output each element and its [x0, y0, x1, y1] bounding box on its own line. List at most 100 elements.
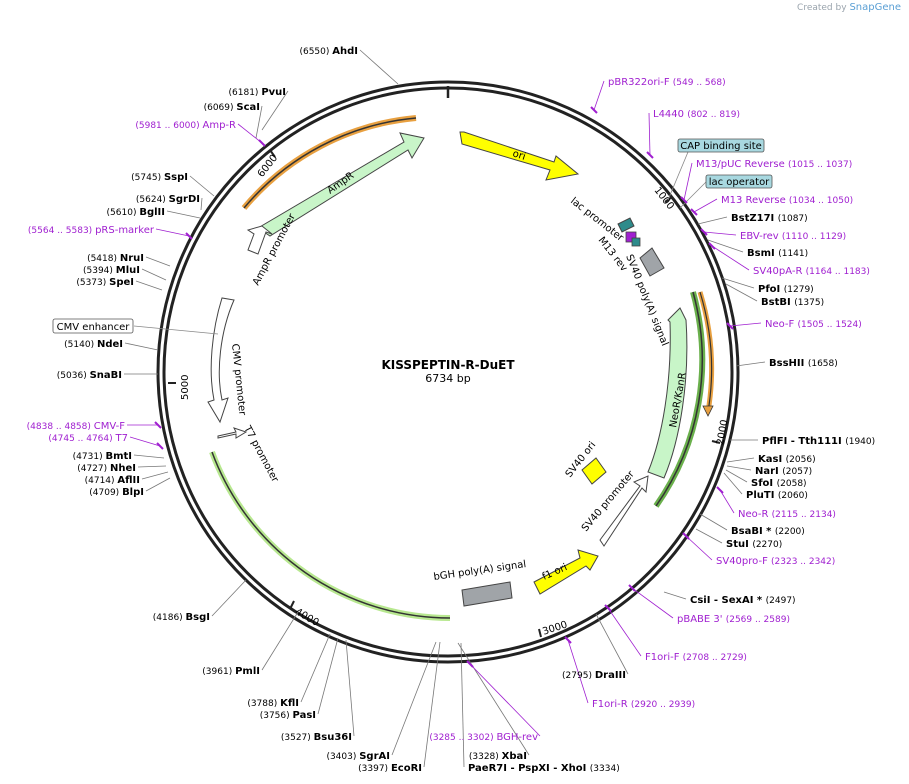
site-position: (5036): [57, 371, 90, 381]
site-name: NheI: [110, 463, 136, 474]
enzyme-site-22: (3756) PasI: [260, 637, 339, 721]
site-label: (6069) ScaI: [204, 102, 260, 113]
sv40-orf-arrowhead: [702, 405, 714, 417]
site-name: StuI: [726, 539, 752, 550]
site-leader-line: [391, 641, 437, 756]
snapgene-logo: SnapGene: [849, 2, 901, 13]
site-leader-line: [317, 637, 339, 715]
site-leader-line: [683, 162, 693, 201]
site-name: Neo-F: [765, 319, 797, 330]
svg-text:CMV enhancer: CMV enhancer: [57, 322, 131, 333]
site-leader-line: [699, 513, 728, 531]
svg-text:lac operator: lac operator: [709, 177, 770, 188]
site-name: EBV-rev: [740, 231, 782, 242]
site-name: L4440: [653, 109, 687, 120]
primer-marker: [564, 636, 572, 644]
site-leader-line: [211, 579, 247, 617]
enzyme-site-2: (6069) ScaI: [204, 102, 263, 139]
primer-marker: [590, 106, 598, 114]
site-name: BsmI: [747, 248, 778, 259]
site-leader-line: [697, 216, 728, 225]
primer-site-14: (4745 .. 4764) T7: [48, 433, 164, 450]
primer-site-47: SV40pA-R (1164 .. 1183): [708, 242, 870, 277]
primer-site-29: F1ori-R (2920 .. 2939): [564, 636, 695, 710]
site-leader-line: [595, 613, 629, 675]
site-position: (4714): [85, 476, 118, 486]
site-name: NruI: [120, 253, 144, 264]
site-label: (4838 .. 4858) CMV-F: [27, 421, 126, 432]
site-leader-line: [469, 663, 541, 737]
primer-site-37: Neo-R (2115 .. 2134): [716, 486, 836, 520]
site-position: (4745 .. 4764): [48, 434, 115, 444]
site-label: SfoI (2058): [751, 478, 807, 489]
site-position: (2060): [778, 491, 808, 501]
site-label: (5373) SpeI: [76, 277, 134, 288]
site-leader-line: [133, 454, 165, 459]
site-leader-line: [423, 641, 441, 768]
site-label: PflFI - Tth111I (1940): [762, 436, 875, 447]
site-position: (5981 .. 6000): [135, 121, 202, 131]
enzyme-site-15: (4731) BmtI: [73, 451, 165, 462]
site-leader-line: [685, 535, 713, 561]
site-leader-line: [729, 322, 762, 327]
site-name: pBABE 3': [677, 614, 726, 625]
primer-marker: [646, 151, 654, 159]
site-name: PmlI: [235, 666, 260, 677]
site-label: F1ori-R (2920 .. 2939): [592, 699, 695, 710]
site-label: NarI (2057): [755, 466, 812, 477]
site-name: SgrDI: [169, 194, 200, 205]
site-position: (2056): [786, 455, 816, 465]
primer-site-54: pBR322ori-F (549 .. 568): [590, 77, 726, 114]
site-leader-line: [721, 277, 755, 289]
primer-site-3: (5981 .. 6000) Amp-R: [135, 120, 266, 147]
site-name: SV40pro-F: [716, 556, 771, 567]
site-label: M13 Reverse (1034 .. 1050): [721, 195, 853, 206]
enzyme-site-25: (3397) EcoRI: [358, 641, 441, 774]
site-position: (5610): [107, 208, 140, 218]
site-label: (5745) SspI: [131, 172, 188, 183]
site-label: (5394) MluI: [83, 265, 140, 276]
site-label: (4709) BlpI: [89, 487, 144, 498]
site-leader-line: [237, 123, 263, 144]
site-leader-line: [607, 607, 642, 657]
site-leader-line: [255, 105, 263, 139]
enzyme-site-39: SfoI (2058): [725, 469, 807, 489]
enzyme-site-21: (3788) KflI: [247, 633, 331, 709]
site-leader-line: [631, 587, 674, 619]
site-label: BssHII (1658): [769, 358, 838, 369]
site-name: NdeI: [97, 339, 123, 350]
enzyme-site-8: (5418) NruI: [87, 253, 171, 267]
enzyme-site-19: (4186) BsgI: [153, 579, 247, 623]
site-label: (4186) BsgI: [153, 612, 210, 623]
enzyme-site-41: KasI (2056): [726, 454, 816, 465]
site-name: PfoI: [758, 284, 784, 295]
site-leader-line: [155, 228, 190, 237]
site-name: CsiI - SexAI *: [690, 595, 766, 606]
enzyme-site-11: (5140) NdeI: [64, 339, 159, 351]
site-name: SspI: [164, 172, 188, 183]
site-name: BssHII: [769, 358, 808, 369]
site-position: (3961): [202, 667, 235, 677]
enzyme-site-38: PluTI (2060): [723, 472, 808, 501]
cmv-enhancer-label: CMV enhancer: [52, 318, 219, 335]
site-leader-line: [648, 112, 651, 156]
enzyme-site-10: (5373) SpeI: [76, 277, 163, 291]
site-position: (1164 .. 1183): [806, 267, 870, 277]
site-name: PasI: [293, 710, 316, 721]
site-name: KasI: [758, 454, 786, 465]
site-leader-line: [695, 528, 723, 544]
site-label: BstBI (1375): [761, 297, 824, 308]
site-label: (3328) XbaI: [469, 751, 527, 762]
site-position: (5394): [83, 266, 116, 276]
site-name: CMV-F: [94, 421, 125, 432]
primer-site-53: L4440 (802 .. 819): [646, 109, 740, 159]
primer-marker: [185, 232, 193, 240]
site-name: Bsu36I: [314, 732, 352, 743]
enzyme-site-9: (5394) MluI: [83, 265, 167, 281]
site-leader-line: [345, 639, 355, 737]
site-leader-line: [129, 436, 161, 447]
site-label: (6181) PvuI: [229, 87, 286, 98]
site-name: PluTI: [746, 490, 778, 501]
primer-marker: [690, 208, 698, 216]
site-label: (5981 .. 6000) Amp-R: [135, 120, 236, 131]
